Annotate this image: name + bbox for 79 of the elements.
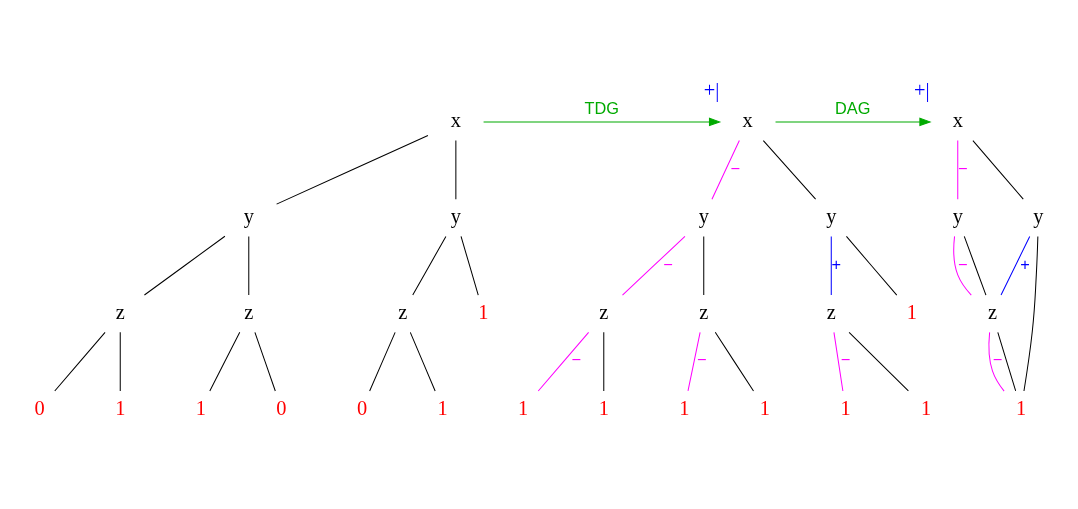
node-text: 1 xyxy=(840,396,851,419)
connector xyxy=(997,331,1017,392)
connector xyxy=(963,235,987,296)
connector xyxy=(972,140,1024,200)
node-text: y xyxy=(698,204,709,227)
node-text: 1 xyxy=(1015,396,1027,419)
connector xyxy=(248,235,250,296)
connector xyxy=(988,331,1005,392)
connector xyxy=(603,331,605,392)
node-text: 1 xyxy=(759,396,771,419)
node-text: 1 xyxy=(921,396,932,419)
node-text: 1 xyxy=(195,396,206,419)
connector xyxy=(537,331,590,392)
connector xyxy=(714,331,754,392)
edge-label: − xyxy=(571,350,581,369)
connector xyxy=(460,235,479,296)
connector xyxy=(1023,236,1039,392)
node-text: 1 xyxy=(679,396,690,419)
edge-label: TDG xyxy=(584,98,619,117)
edge-label: − xyxy=(696,350,707,369)
node-text: y xyxy=(243,204,254,227)
connector xyxy=(848,331,909,392)
connector xyxy=(254,331,276,392)
connector xyxy=(845,235,898,296)
node-text: y xyxy=(826,204,837,227)
node-text: z xyxy=(987,300,997,323)
edge-label: − xyxy=(992,350,1003,369)
node-text: 1 xyxy=(437,396,448,419)
node-label: +| xyxy=(913,79,930,102)
connector xyxy=(762,140,817,200)
node-text: 0 xyxy=(276,396,287,419)
edge-label: − xyxy=(840,350,851,369)
connector xyxy=(143,235,226,296)
node-text: x xyxy=(742,108,753,131)
connector xyxy=(209,331,241,392)
edge-label: + xyxy=(831,254,842,273)
connector xyxy=(687,331,701,392)
node-text: x xyxy=(450,108,461,131)
arrow xyxy=(483,117,722,127)
node-text: z xyxy=(599,300,609,323)
connector xyxy=(455,140,457,200)
node-text: 0 xyxy=(356,396,368,419)
node-text: 1 xyxy=(115,396,126,419)
edge-label: + xyxy=(1020,254,1030,273)
connector xyxy=(953,235,972,296)
connector xyxy=(711,140,740,200)
node-text: z xyxy=(826,300,836,323)
connector xyxy=(830,235,832,296)
connector xyxy=(54,331,106,392)
node-text: 0 xyxy=(34,396,45,419)
edge-label: − xyxy=(730,158,741,177)
connector xyxy=(622,235,686,296)
connector xyxy=(276,135,429,205)
node-text: 1 xyxy=(478,300,489,323)
node-text: z xyxy=(699,300,709,323)
node-text: x xyxy=(952,108,963,131)
node-text: 1 xyxy=(906,300,917,323)
connector xyxy=(1000,235,1031,296)
connector xyxy=(833,331,844,392)
node-text: 1 xyxy=(598,396,609,419)
node-text: z xyxy=(244,300,254,323)
connector xyxy=(119,331,121,392)
node-text: z xyxy=(115,300,125,323)
edge-label: − xyxy=(958,158,968,177)
node-label: +| xyxy=(703,79,720,102)
node-text: y xyxy=(450,204,461,227)
connector xyxy=(957,140,959,200)
node-text: 1 xyxy=(518,396,529,419)
connector xyxy=(409,331,436,392)
connector xyxy=(369,331,396,392)
edge-label: DAG xyxy=(835,98,871,117)
node-text: y xyxy=(1033,204,1044,227)
arrow xyxy=(775,117,932,127)
edge-label: − xyxy=(663,254,673,273)
edge-label: − xyxy=(958,254,968,273)
node-text: z xyxy=(398,300,408,323)
node-text: y xyxy=(952,204,963,227)
connector xyxy=(412,235,447,296)
connector xyxy=(703,235,705,296)
